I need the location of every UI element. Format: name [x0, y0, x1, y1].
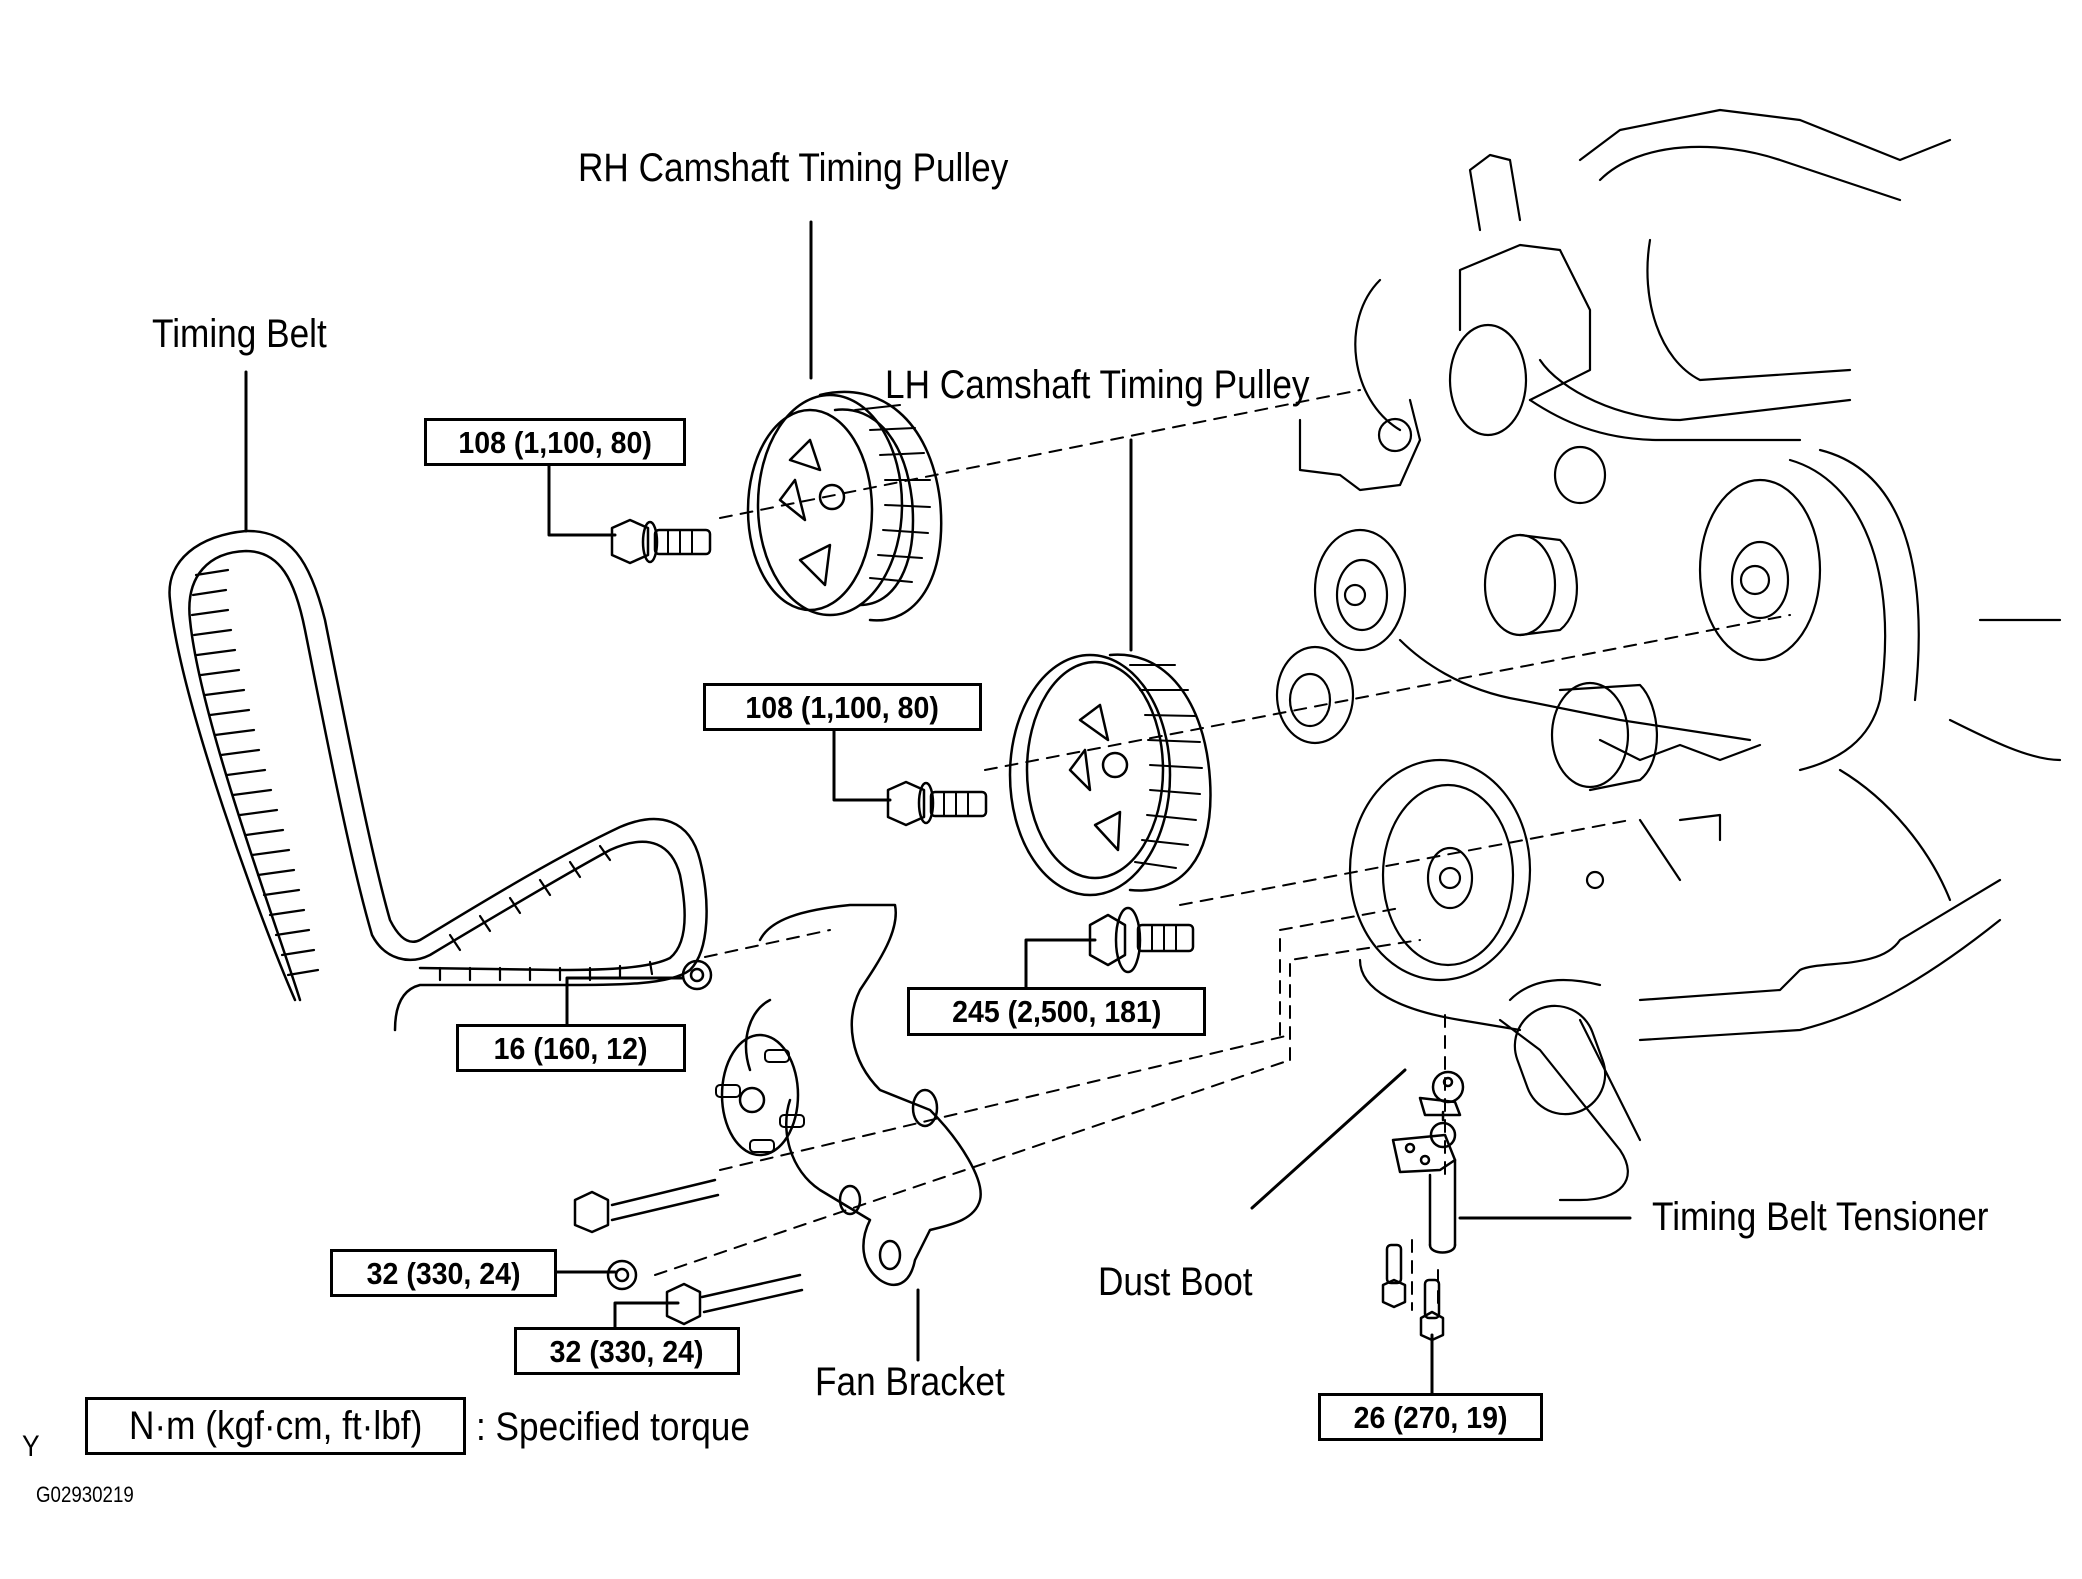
torque-spec-fan-bracket-bolt: 32 (330, 24) — [514, 1327, 740, 1375]
torque-spec-lh-pulley-bolt: 108 (1,100, 80) — [703, 683, 982, 731]
lh-bolt-leader — [832, 728, 892, 802]
fan-bracket-bolt — [665, 1273, 804, 1326]
idler-nut-leader — [565, 976, 684, 1026]
torque-value: 108 (1,100, 80) — [458, 424, 652, 460]
torque-value: 32 (330, 24) — [550, 1333, 704, 1369]
torque-spec-rh-pulley-bolt: 108 (1,100, 80) — [424, 418, 686, 466]
engine-block — [1275, 108, 2062, 1202]
fan-bolt-leader — [613, 1301, 680, 1329]
fan-bracket — [715, 903, 982, 1286]
figure-code: G02930219 — [36, 1482, 134, 1507]
crankshaft-bolt — [1088, 906, 1195, 974]
lh-camshaft-pulley — [1008, 653, 1212, 897]
torque-value: 108 (1,100, 80) — [745, 689, 940, 725]
legend-unit-box: N·m (kgf·cm, ft·lbf) — [85, 1397, 466, 1455]
rh-bolt-leader — [547, 464, 617, 537]
fan-bracket-nut — [606, 1259, 638, 1291]
lh-camshaft-pulley-label: LH Camshaft Timing Pulley — [885, 363, 1310, 407]
torque-value: 245 (2,500, 181) — [951, 994, 1162, 1029]
torque-value: 32 (330, 24) — [366, 1255, 521, 1291]
rh-camshaft-pulley-label: RH Camshaft Timing Pulley — [578, 146, 1009, 190]
torque-spec-fan-bracket-nut: 32 (330, 24) — [330, 1249, 557, 1297]
fan-bracket-label: Fan Bracket — [815, 1360, 1005, 1404]
torque-spec-idler-nut: 16 (160, 12) — [456, 1024, 686, 1072]
legend-marker: Y — [22, 1430, 40, 1463]
dust-boot-part — [1418, 1070, 1465, 1117]
dust-boot-label: Dust Boot — [1098, 1260, 1253, 1304]
alignment-lines — [654, 389, 1791, 1311]
torque-spec-tensioner-bolt: 26 (270, 19) — [1318, 1393, 1543, 1441]
leader-lines — [244, 220, 1632, 1395]
legend-unit-text: N·m (kgf·cm, ft·lbf) — [128, 1403, 423, 1448]
lh-pulley-bolt — [886, 780, 988, 827]
torque-value: 16 (160, 12) — [494, 1030, 648, 1066]
dust-boot-leader — [1250, 1068, 1407, 1210]
legend-description: : Specified torque — [476, 1405, 750, 1449]
timing-belt-tensioner-part — [1391, 1110, 1457, 1254]
timing-belt — [168, 529, 708, 1032]
timing-belt-tensioner-label: Timing Belt Tensioner — [1652, 1195, 1989, 1239]
idler-nut — [681, 959, 713, 991]
torque-spec-crank-bolt: 245 (2,500, 181) — [907, 987, 1206, 1036]
torque-value: 26 (270, 19) — [1353, 1399, 1508, 1435]
fan-bracket-long-bolt — [573, 1178, 720, 1234]
crank-bolt-leader — [1024, 938, 1097, 989]
rh-camshaft-pulley — [746, 390, 943, 622]
rh-pulley-bolt — [610, 518, 712, 565]
tensioner-bolts — [1381, 1243, 1445, 1342]
timing-belt-label: Timing Belt — [152, 312, 327, 356]
